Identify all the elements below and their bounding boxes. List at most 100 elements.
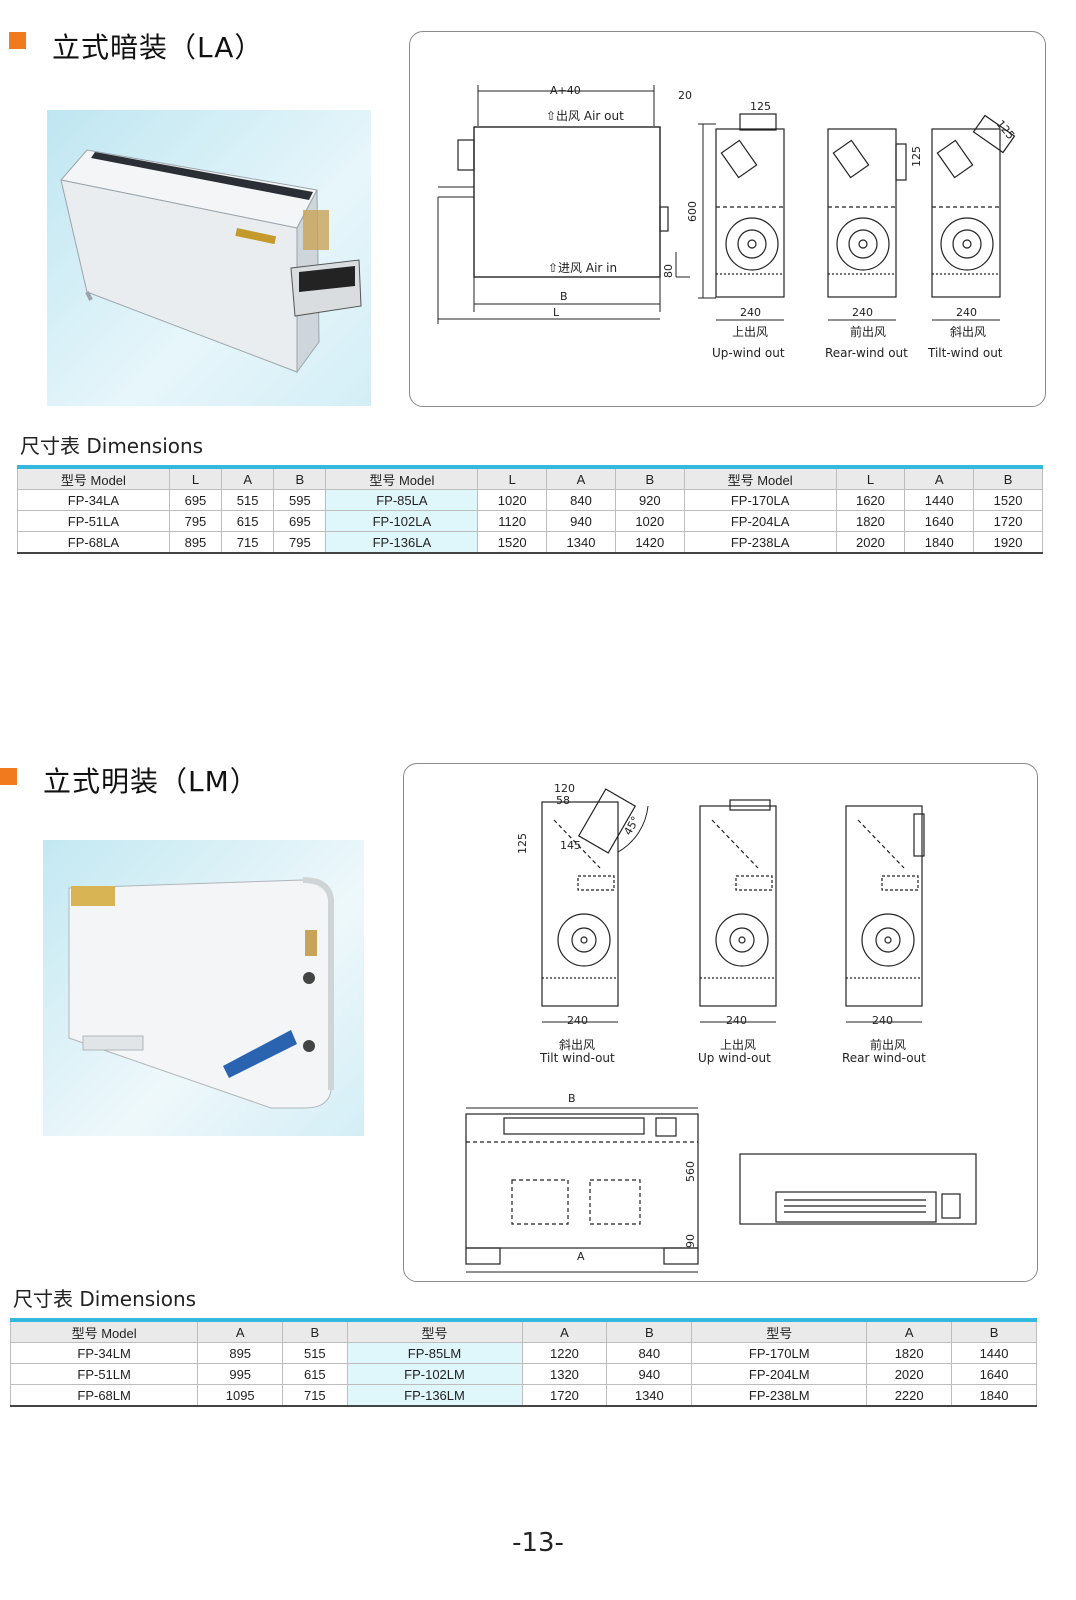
dimension-cell: 840 xyxy=(546,489,616,511)
rear-wind-cn: 前出风 xyxy=(850,324,886,339)
table-header-cell: B xyxy=(606,1319,693,1343)
section-marker-icon xyxy=(9,32,26,49)
table-header-cell: L xyxy=(835,466,906,490)
dimension-cell: 2020 xyxy=(866,1363,953,1385)
dimension-cell: 1095 xyxy=(197,1384,284,1407)
dimension-cell: 1840 xyxy=(951,1384,1037,1407)
model-cell: FP-51LM xyxy=(9,1363,199,1385)
dim-80: 80 xyxy=(662,264,675,278)
table-header-cell: A xyxy=(904,466,975,490)
table-header-cell: B xyxy=(973,466,1043,490)
model-cell: FP-51LA xyxy=(17,510,170,532)
dimension-cell: 1320 xyxy=(521,1363,608,1385)
dim-90: 90 xyxy=(684,1234,697,1248)
product-photo-la xyxy=(47,110,371,406)
table-header-cell: B xyxy=(282,1319,348,1343)
dimension-cell: 1520 xyxy=(477,531,548,554)
section-title-lm: 立式明装（LM） xyxy=(43,765,259,798)
page-number: -13- xyxy=(512,1528,564,1558)
table-header-cell: 型号 Model xyxy=(9,1319,199,1343)
dimension-cell: 795 xyxy=(273,531,327,554)
dim-125-rear: 125 xyxy=(910,146,923,167)
dimension-cell: 795 xyxy=(168,510,223,532)
model-cell: FP-170LM xyxy=(691,1342,868,1364)
model-cell: FP-68LA xyxy=(17,531,170,554)
dim-240-up-lm: 240 xyxy=(726,1014,747,1027)
model-cell: FP-34LA xyxy=(17,489,170,511)
table-header-cell: A xyxy=(521,1319,608,1343)
table-header-cell: 型号 xyxy=(346,1319,523,1343)
dimension-cell: 515 xyxy=(221,489,275,511)
dim-125-up: 125 xyxy=(750,100,771,113)
dimension-cell: 695 xyxy=(168,489,223,511)
dim-b-lm: B xyxy=(568,1092,576,1105)
model-cell: FP-34LM xyxy=(9,1342,199,1364)
dimension-cell: 715 xyxy=(282,1384,348,1407)
dimension-cell: 695 xyxy=(273,510,327,532)
model-cell: FP-238LA xyxy=(683,531,837,554)
table-header-cell: A xyxy=(197,1319,284,1343)
dimension-cell: 615 xyxy=(282,1363,348,1385)
dimension-cell: 1640 xyxy=(951,1363,1037,1385)
model-cell: FP-85LM xyxy=(346,1342,523,1364)
dimension-cell: 1020 xyxy=(477,489,548,511)
dimension-cell: 920 xyxy=(614,489,685,511)
dimension-cell: 1420 xyxy=(614,531,685,554)
dimension-cell: 1820 xyxy=(835,510,906,532)
section-marker-icon xyxy=(0,768,17,785)
dim-20: 20 xyxy=(678,89,692,102)
table-header-cell: L xyxy=(168,466,223,490)
dimension-cell: 840 xyxy=(606,1342,693,1364)
table-header-cell: B xyxy=(951,1319,1037,1343)
dimension-cell: 1820 xyxy=(866,1342,953,1364)
model-cell: FP-68LM xyxy=(9,1384,199,1407)
dimension-cell: 595 xyxy=(273,489,327,511)
dim-240-up: 240 xyxy=(740,306,761,319)
dimension-cell: 1440 xyxy=(904,489,975,511)
dimension-cell: 940 xyxy=(606,1363,693,1385)
dimension-cell: 1020 xyxy=(614,510,685,532)
dimension-cell: 1720 xyxy=(973,510,1043,532)
dim-a-plus-40: A+40 xyxy=(550,84,581,97)
rear-wind-en: Rear-wind out xyxy=(825,346,908,360)
dim-240-rear: 240 xyxy=(852,306,873,319)
dimension-cell: 995 xyxy=(197,1363,284,1385)
model-cell: FP-85LA xyxy=(325,489,479,511)
dimension-cell: 1340 xyxy=(546,531,616,554)
dimension-cell: 940 xyxy=(546,510,616,532)
table-header-cell: 型号 xyxy=(691,1319,868,1343)
table-header-cell: 型号 Model xyxy=(325,466,479,490)
tilt-wind-en-lm: Tilt wind-out xyxy=(539,1051,615,1065)
table-header-cell: B xyxy=(273,466,327,490)
table-header-cell: A xyxy=(221,466,275,490)
dim-600: 600 xyxy=(686,201,699,222)
model-cell: FP-204LA xyxy=(683,510,837,532)
model-cell: FP-102LM xyxy=(346,1363,523,1385)
dimension-cell: 1720 xyxy=(521,1384,608,1407)
dimension-cell: 1620 xyxy=(835,489,906,511)
table-header-cell: A xyxy=(866,1319,953,1343)
model-cell: FP-102LA xyxy=(325,510,479,532)
drawing-panel-lm: 120 58 125 145 45° 240 斜出风 Tilt wind-out… xyxy=(403,763,1038,1282)
dimension-cell: 1440 xyxy=(951,1342,1037,1364)
model-cell: FP-238LM xyxy=(691,1384,868,1407)
dim-45deg: 45° xyxy=(621,814,642,837)
dimension-cell: 1340 xyxy=(606,1384,693,1407)
dim-125-lm: 125 xyxy=(516,833,529,854)
model-cell: FP-136LM xyxy=(346,1384,523,1407)
dimension-cell: 1220 xyxy=(521,1342,608,1364)
dim-120: 120 xyxy=(554,782,575,795)
dimensions-heading-la: 尺寸表 Dimensions xyxy=(20,434,204,458)
dim-58: 58 xyxy=(556,794,570,807)
dimension-cell: 895 xyxy=(197,1342,284,1364)
dim-240-rear-lm: 240 xyxy=(872,1014,893,1027)
dimension-cell: 1520 xyxy=(973,489,1043,511)
dimension-cell: 615 xyxy=(221,510,275,532)
dimension-cell: 1120 xyxy=(477,510,548,532)
up-wind-cn-lm: 上出风 xyxy=(720,1038,756,1052)
drawing-panel-la: A+40 ⇧出风 Air out ⇧进风 Air in B L 20 600 8… xyxy=(409,31,1046,407)
dim-145: 145 xyxy=(560,839,581,852)
up-wind-en-lm: Up wind-out xyxy=(698,1051,771,1065)
